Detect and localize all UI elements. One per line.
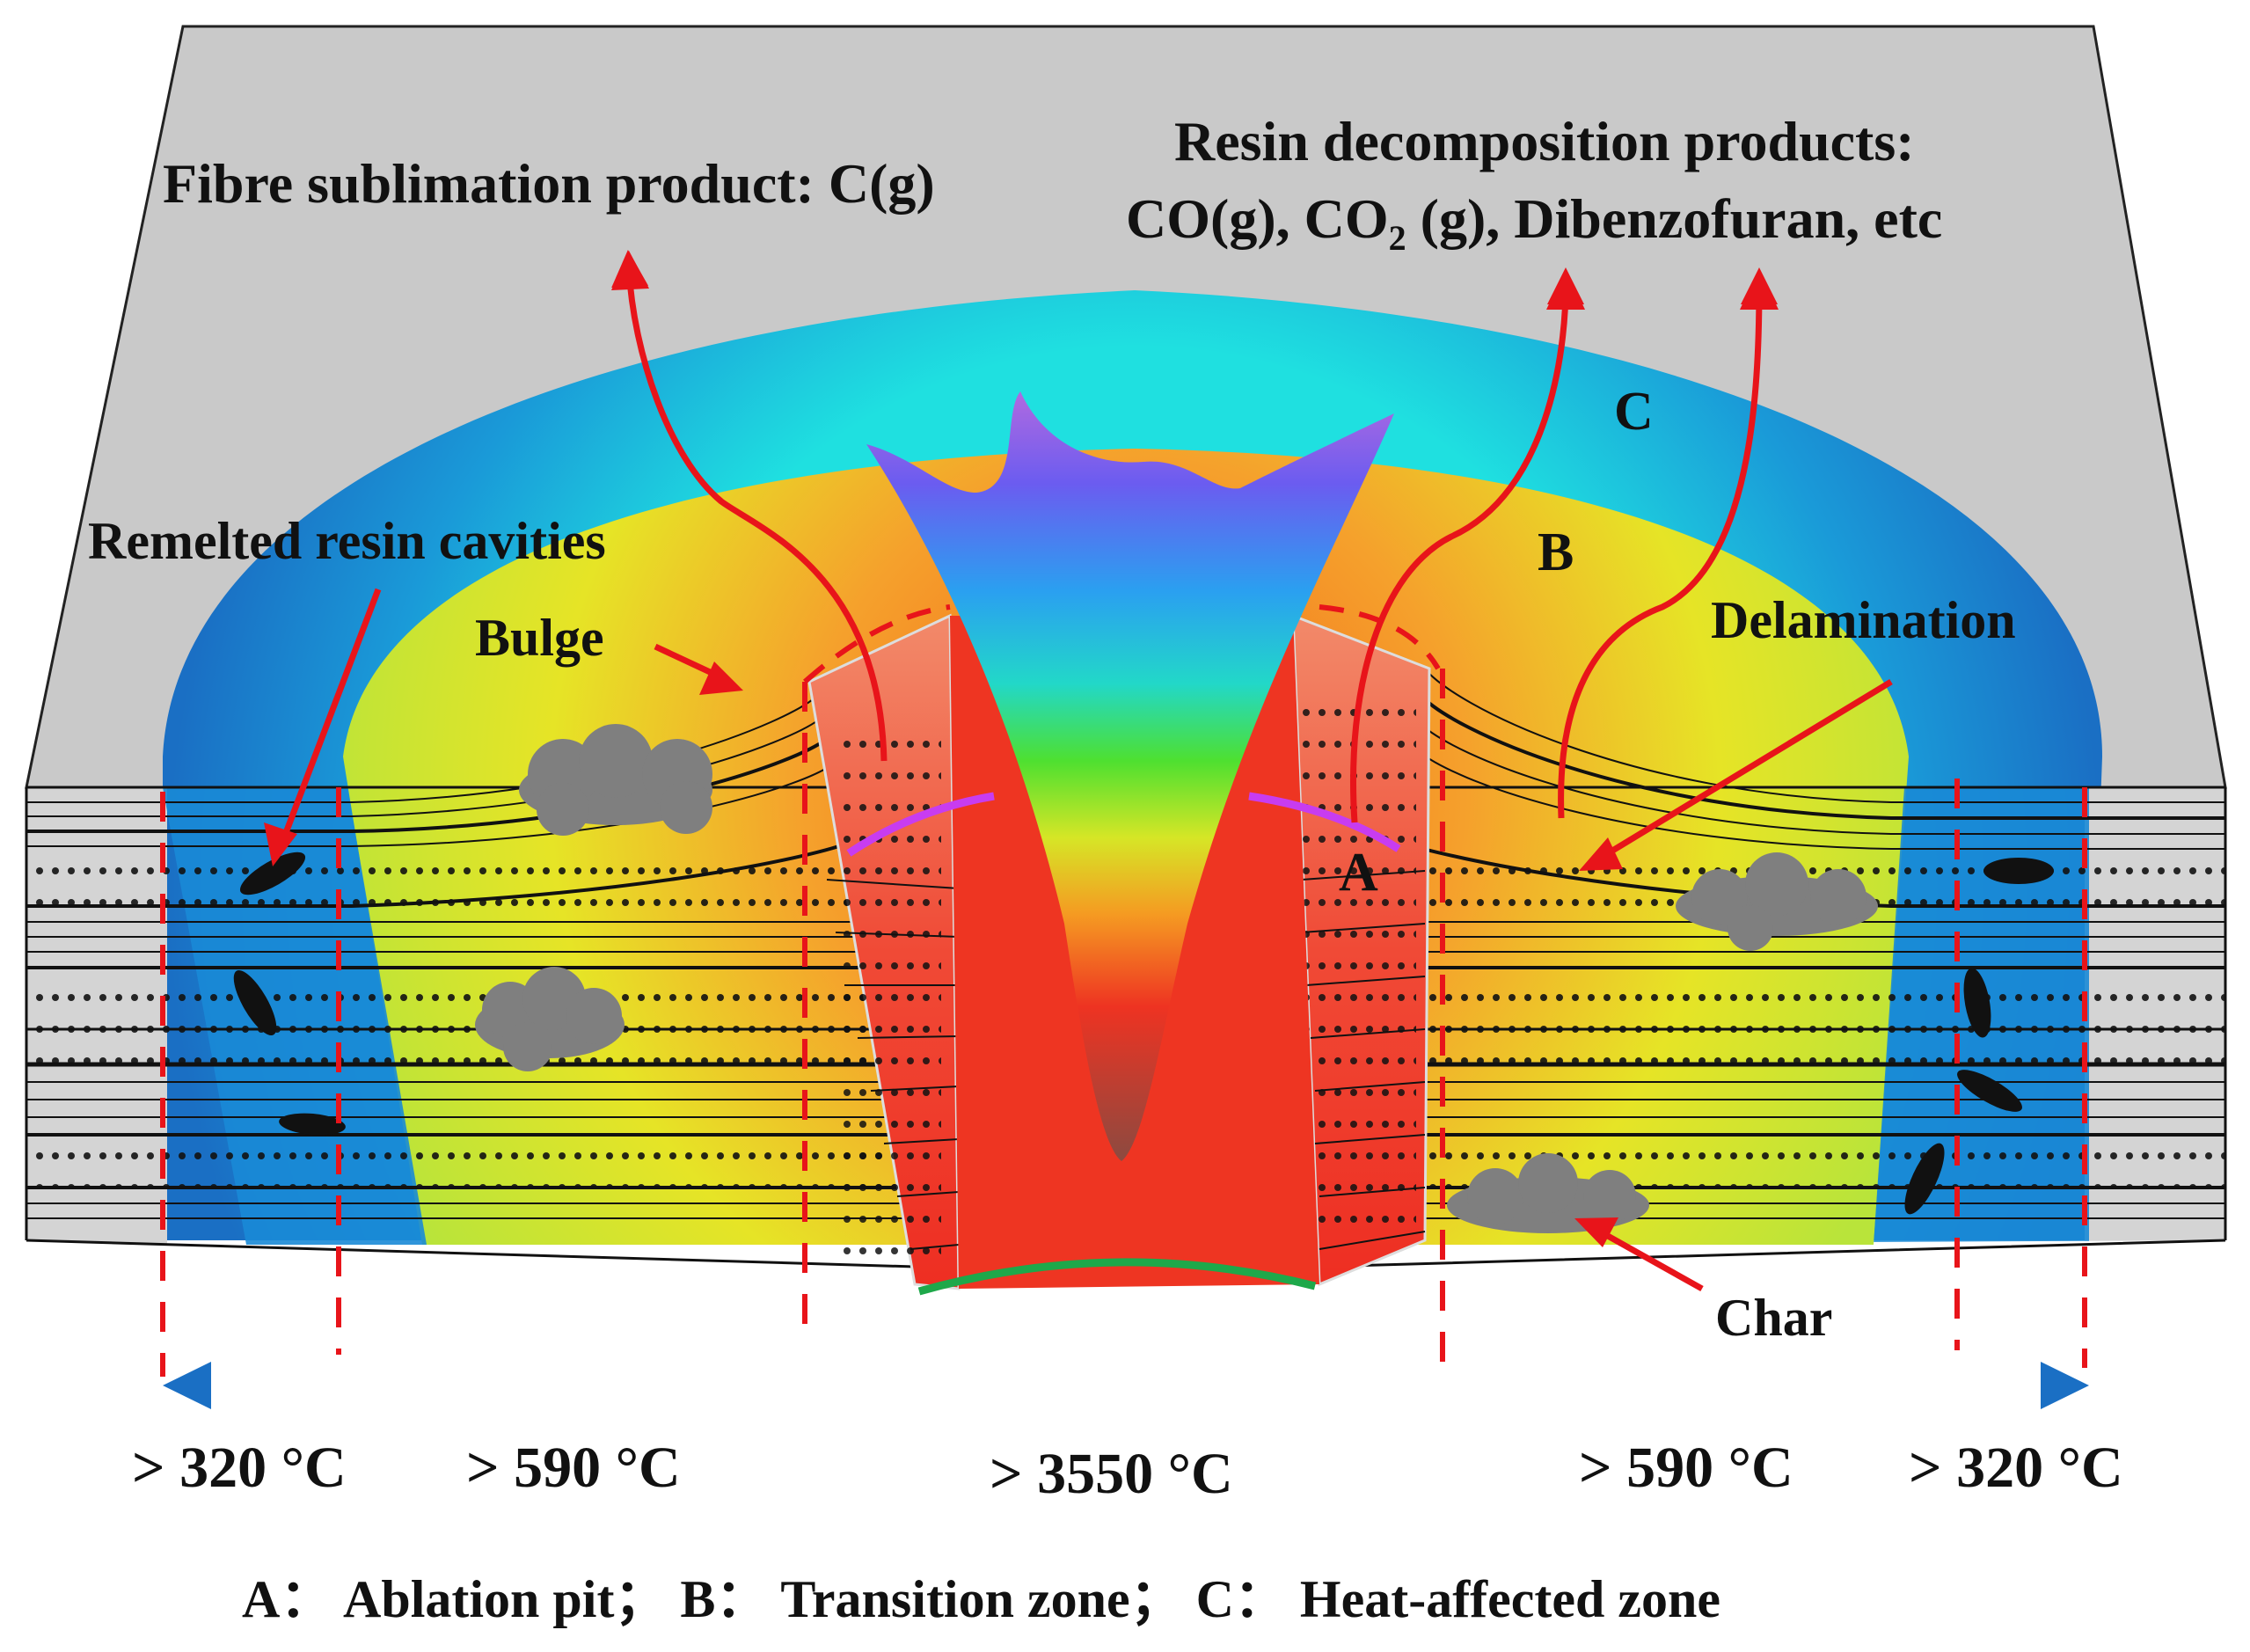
arrow-head-resin-2 [1740, 268, 1779, 310]
pit-right-dots [1302, 686, 1416, 1240]
scale-arrow-left [163, 1362, 211, 1409]
gas-arrows [611, 250, 1778, 823]
bulge-arrowhead [699, 662, 743, 695]
resin-products-title: Resin decomposition products: [1174, 110, 1915, 172]
remelted-arrow [278, 588, 382, 846]
zone-boundaries [160, 669, 2087, 1377]
char-label: Char [1715, 1289, 1832, 1347]
temperature-cone [866, 391, 1394, 1161]
pit-ply-lines [826, 870, 1426, 1250]
char-cloud-1 [519, 724, 712, 836]
annotation-arrows [278, 588, 1893, 1292]
char-cloud-2 [475, 967, 625, 1071]
remelted-arrowhead [264, 822, 297, 866]
fibre-sublimation-arrow [611, 250, 888, 762]
pit-dashed-outline [803, 604, 1441, 684]
delamination-arrowhead [1579, 837, 1623, 871]
scale-arrow-right [2041, 1362, 2089, 1409]
char-arrow [1590, 1224, 1704, 1292]
fibre-sublimation-label: Fibre sublimation product: C(g) [163, 152, 935, 215]
arrow-head-fibre [611, 251, 649, 290]
temp-right-inner: > 590 °C [1579, 1436, 1793, 1500]
resin-products-list: CO(g), CO2 (g), Dibenzofuran, etc [1126, 187, 1942, 258]
char-cloud-3 [1676, 852, 1878, 951]
delamination-label: Delamination [1711, 591, 2016, 649]
pit-bottom-arc [917, 1258, 1317, 1296]
zone-a-label: A [1339, 843, 1378, 903]
purple-line-right [1248, 792, 1401, 852]
temp-left-inner: > 590 °C [466, 1436, 681, 1500]
resin-arrow-1 [1349, 267, 1584, 823]
temp-center: > 3550 °C [990, 1442, 1233, 1506]
remelted-label: Remelted resin cavities [88, 512, 606, 570]
resin-arrow-2 [1558, 267, 1778, 819]
temp-right-outer: > 320 °C [1909, 1436, 2123, 1500]
delamination-arrow [1599, 679, 1893, 860]
arrow-head-resin-1 [1546, 268, 1585, 310]
temp-left-outer: > 320 °C [132, 1436, 347, 1500]
bulge-label: Bulge [475, 609, 604, 667]
zone-c-label: C [1614, 382, 1654, 442]
zone-b-label: B [1538, 523, 1574, 582]
zone-legend: A： Ablation pit； B： Transition zone； C： … [242, 1570, 1720, 1628]
char-arrowhead [1574, 1217, 1618, 1247]
purple-line-left [846, 792, 995, 857]
resin-cavities [233, 852, 2054, 1215]
pit-left-dots [836, 730, 941, 1276]
